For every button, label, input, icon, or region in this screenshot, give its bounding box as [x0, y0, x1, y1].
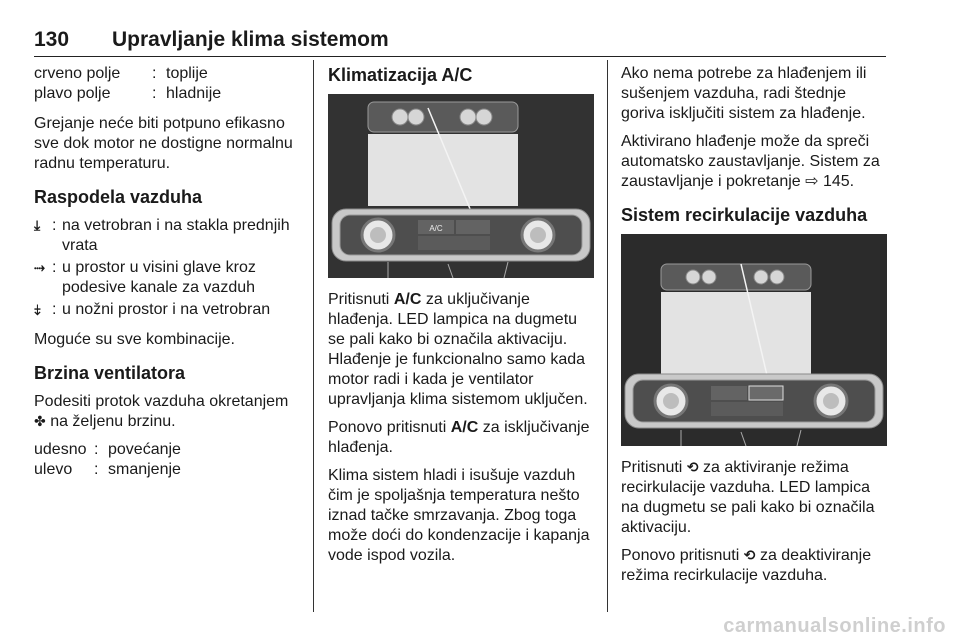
text: Pritisnuti — [621, 459, 683, 476]
stop-start-paragraph: Aktivirano hlađenje može da spreči autom… — [621, 132, 887, 192]
text: za isključivanje hlađenja. — [328, 419, 590, 456]
fan-speed-heading: Brzina ventilatora — [34, 363, 186, 383]
windscreen-icon: ⤓ — [34, 218, 41, 234]
text: za aktiviranje režima recirkulacije vazd… — [621, 459, 875, 536]
ac-heading: Klimatizacija A/C — [328, 65, 473, 85]
legend-term: crveno polje — [34, 65, 121, 82]
column-left: crveno polje : toplije plavo polje : hla… — [34, 64, 302, 480]
legend-term: plavo polje — [34, 85, 111, 102]
recirculation-figure — [621, 234, 887, 446]
ac-paragraph-1: Pritisnuti A/C za uključivanje hlađenja.… — [328, 290, 594, 410]
recirc-paragraph-2: Ponovo pritisnuti ⟲ za deaktiviranje rež… — [621, 546, 887, 586]
air-dist-sep: : — [52, 217, 57, 234]
page-ref-arrow-icon: ⇨ — [805, 173, 819, 190]
ac-label: A/C — [450, 419, 479, 436]
fan-text: Podesiti protok vazduha okretanjem ✤ na … — [34, 392, 302, 432]
ac-paragraph-2: Ponovo pritisnuti A/C za isključivanje h… — [328, 418, 594, 458]
legend-desc: toplije — [166, 65, 208, 82]
air-dist-item: ⤈ : u nožni prostor i na vetrobran — [34, 300, 302, 320]
fan-icon: ✤ — [34, 414, 46, 430]
recirc-paragraph-1: Pritisnuti ⟲ za aktiviranje režima recir… — [621, 458, 887, 538]
direction-sep: : — [94, 461, 99, 478]
text: Ponovo pritisnuti — [621, 547, 740, 564]
text: Aktivirano hlađenje može da spreči autom… — [621, 133, 880, 190]
direction-sep: : — [94, 441, 99, 458]
page-number: 130 — [34, 28, 70, 51]
air-dist-sep: : — [52, 259, 57, 276]
watermark: carmanualsonline.info — [723, 615, 946, 637]
recirculation-icon: ⟲ — [686, 460, 699, 476]
direction-term: ulevo — [34, 461, 73, 478]
air-dist-sep: : — [52, 301, 57, 318]
text: za deaktiviranje režima recirkulacije va… — [621, 547, 872, 584]
legend-sep: : — [152, 65, 157, 82]
direction-desc: smanjenje — [108, 461, 181, 478]
text: Pritisnuti — [328, 291, 390, 308]
ac-paragraph-3: Klima sistem hladi i isušuje vazduh čim … — [328, 467, 590, 564]
page-header: 130 Upravljanje klima sistemom — [34, 28, 886, 58]
footwell-icon: ⤈ — [34, 302, 41, 318]
direction-term: udesno — [34, 441, 87, 458]
text: Ponovo pritisnuti — [328, 419, 447, 436]
column-middle: Klimatizacija A/C A/C Pritisnuti A/C za … — [328, 64, 594, 574]
color-legend: crveno polje : toplije plavo polje : hla… — [34, 64, 302, 104]
column-divider-1 — [313, 60, 314, 612]
column-divider-2 — [607, 60, 608, 612]
air-dist-item: ⤓ : na vetrobran i na stakla prednjih vr… — [34, 216, 302, 256]
legend-desc: hladnije — [166, 85, 222, 102]
column-right: Ako nema potrebe za hlađenjem ili sušenj… — [621, 64, 887, 594]
air-dist-desc: na vetrobran i na stakla prednjih vrata — [62, 217, 290, 254]
cooling-off-paragraph: Ako nema potrebe za hlađenjem ili sušenj… — [621, 65, 867, 122]
air-dist-desc: u nožni prostor i na vetrobran — [62, 301, 271, 318]
air-dist-item: ⤑ : u prostor u visini glave kroz podesi… — [34, 258, 302, 298]
header-rule — [34, 56, 886, 57]
air-distribution-heading: Raspodela vazduha — [34, 187, 203, 207]
head-level-icon: ⤑ — [34, 260, 46, 276]
ac-controls-figure: A/C — [328, 94, 594, 278]
recirculation-icon: ⟲ — [743, 548, 756, 564]
air-dist-desc: u prostor u visini glave kroz podesive k… — [62, 259, 256, 296]
fan-text-b: na željenu brzinu. — [50, 413, 176, 430]
page-title: Upravljanje klima sistemom — [112, 28, 389, 51]
ac-button-label: A/C — [429, 224, 443, 233]
direction-desc: povećanje — [108, 441, 181, 458]
combinations-note: Moguće su sve kombinacije. — [34, 331, 235, 348]
heating-note: Grejanje neće biti potpuno efikasno sve … — [34, 115, 293, 172]
ac-label: A/C — [393, 291, 422, 308]
fan-text-a: Podesiti protok vazduha okretanjem — [34, 393, 289, 410]
fan-directions: udesno : povećanje ulevo : smanjenje — [34, 440, 302, 480]
page-reference[interactable]: 145. — [822, 173, 855, 190]
recirculation-heading: Sistem recirkulacije vazduha — [621, 205, 868, 225]
legend-sep: : — [152, 85, 157, 102]
text: za uključivanje hlađenja. LED lampica na… — [328, 291, 588, 408]
